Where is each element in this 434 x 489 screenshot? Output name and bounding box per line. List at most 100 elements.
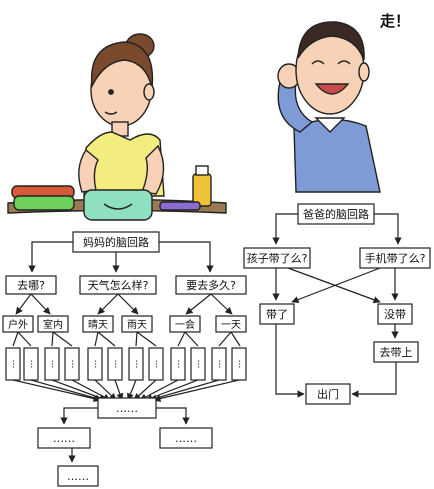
folded-clothes-green: [13, 195, 75, 211]
edge-a6-c11: [218, 331, 232, 347]
mom-answer-2: 室内: [43, 318, 63, 331]
edge-merge-left: [60, 407, 98, 425]
mom-shirt: [83, 131, 165, 197]
tube: [159, 201, 201, 211]
mom-title-arrow-left: [28, 241, 73, 273]
edge-a4-c8: [136, 331, 157, 347]
edge-q1-a2: [30, 293, 51, 315]
edge-a4-c7: [135, 331, 138, 347]
edge-a6-c12: [230, 331, 241, 347]
edge-took-exit: [275, 324, 305, 398]
bottle-cap: [195, 165, 209, 176]
mom-bottom-box: [57, 465, 99, 487]
dad-ear: [358, 62, 370, 82]
mom-column-label-1: …: [10, 360, 20, 369]
mom-question-1: 去哪?: [17, 279, 45, 292]
edge-a5-c9: [177, 331, 186, 347]
mom-eye: [108, 89, 114, 95]
edge-go-take-exit: [351, 362, 397, 398]
edge-dad-title-left: [272, 213, 298, 245]
dad-collar: [314, 117, 346, 133]
mom-column-label-11: …: [216, 360, 226, 369]
edge-q2-a4: [117, 293, 139, 315]
dad-title: 爸爸的脑回路: [303, 207, 369, 221]
mom-question-2: 天气怎么样?: [88, 278, 149, 292]
edge-c11-merge: [149, 379, 220, 402]
dad-question-1: 孩子带了么?: [247, 252, 308, 265]
mom-answer-3: 晴天: [88, 318, 108, 331]
edge-c4-merge: [71, 379, 111, 401]
edge-q2-took: [291, 267, 381, 304]
edge-q3-a5: [185, 293, 212, 315]
mom-column-label-7: …: [133, 360, 143, 369]
edge-q1-not-took: [287, 267, 381, 304]
mom-column-label-10: …: [195, 360, 205, 369]
mom-column-label-8: …: [153, 360, 163, 369]
mom-column-label-5: …: [92, 360, 102, 369]
dad-took-label: 带了: [266, 308, 288, 321]
edge-q1-a1: [15, 293, 32, 315]
mom-title-arrow-right: [159, 241, 214, 273]
mom-column-label-6: …: [112, 360, 122, 369]
dad-took-box: [259, 303, 295, 325]
edge-a2-c4: [52, 331, 73, 347]
edge-dad-title-right: [374, 213, 402, 245]
bottle: [192, 173, 212, 207]
dad-flowchart: [243, 203, 431, 405]
dad-not-took-label: 没带: [384, 308, 406, 321]
mom-answer-6: 一天: [221, 320, 241, 331]
mom-column-label-3: …: [49, 360, 59, 369]
edge-q3-a6: [210, 293, 233, 315]
mom-lower-left-box: [37, 427, 91, 449]
edge-c7-merge: [127, 379, 137, 401]
edge-c6-merge: [114, 379, 124, 401]
edge-a5-c10: [184, 331, 199, 347]
mom-flowchart: [2, 231, 247, 487]
dad-shirt: [293, 118, 381, 193]
mom-answer-4: 雨天: [127, 320, 147, 331]
dad-eye-right: [337, 60, 351, 65]
edge-merge-right: [156, 407, 190, 425]
edge-c8-merge: [133, 379, 157, 401]
mom-column-label-9: …: [175, 360, 185, 369]
dad-eye-left: [311, 60, 325, 65]
edge-a3-c5: [94, 331, 99, 347]
mom-illustration: [7, 33, 227, 221]
dad-question-box-1: [243, 247, 311, 269]
mom-title: 妈妈的脑回路: [83, 235, 149, 249]
mom-lower-right-box: [159, 427, 213, 449]
speech-text: 走！: [380, 12, 410, 30]
lunchbox-handle: [103, 203, 133, 210]
mom-answer-1: 户外: [8, 318, 28, 331]
edge-a1-c1: [12, 331, 19, 347]
mom-column-label-12: …: [236, 360, 246, 369]
mom-flowchart-labels: 妈妈的脑回路 去哪? 天气怎么样? 要去多久? 户外 室内 晴天 雨天 一会 一…: [8, 235, 246, 483]
mom-column-label-4: …: [69, 360, 79, 369]
dad-exit-label: 出门: [317, 387, 339, 401]
mom-bottom-label: ……: [67, 470, 89, 483]
dad-exit-box: [305, 383, 351, 405]
mom-question-3: 要去多久?: [186, 278, 236, 292]
edge-a2-c3: [51, 331, 54, 347]
edge-c12-merge: [153, 379, 240, 403]
mom-mouth: [104, 111, 118, 115]
edge-q2-a3: [97, 293, 119, 315]
dad-mouth: [314, 83, 350, 95]
dad-question-2: 手机带了么?: [365, 251, 426, 265]
dad-flowchart-labels: 爸爸的脑回路 孩子带了么? 手机带了么? 带了 没带 去带上 出门: [247, 207, 426, 401]
dad-go-take-label: 去带上: [380, 346, 413, 359]
mom-lower-right-label: ……: [175, 432, 197, 445]
mom-ear: [143, 83, 155, 101]
edge-a1-c2: [17, 331, 32, 347]
edge-c3-merge: [51, 379, 107, 402]
edge-a3-c6: [97, 331, 116, 347]
dad-hair: [297, 21, 365, 61]
edge-c2-merge: [30, 379, 103, 402]
mom-lower-left-label: ……: [53, 432, 75, 445]
edge-c5-merge: [94, 379, 117, 401]
mom-answer-5: 一会: [175, 318, 195, 331]
mom-merge-label: ……: [116, 402, 138, 415]
mom-column-label-2: …: [28, 360, 38, 369]
dad-illustration: [277, 21, 381, 193]
